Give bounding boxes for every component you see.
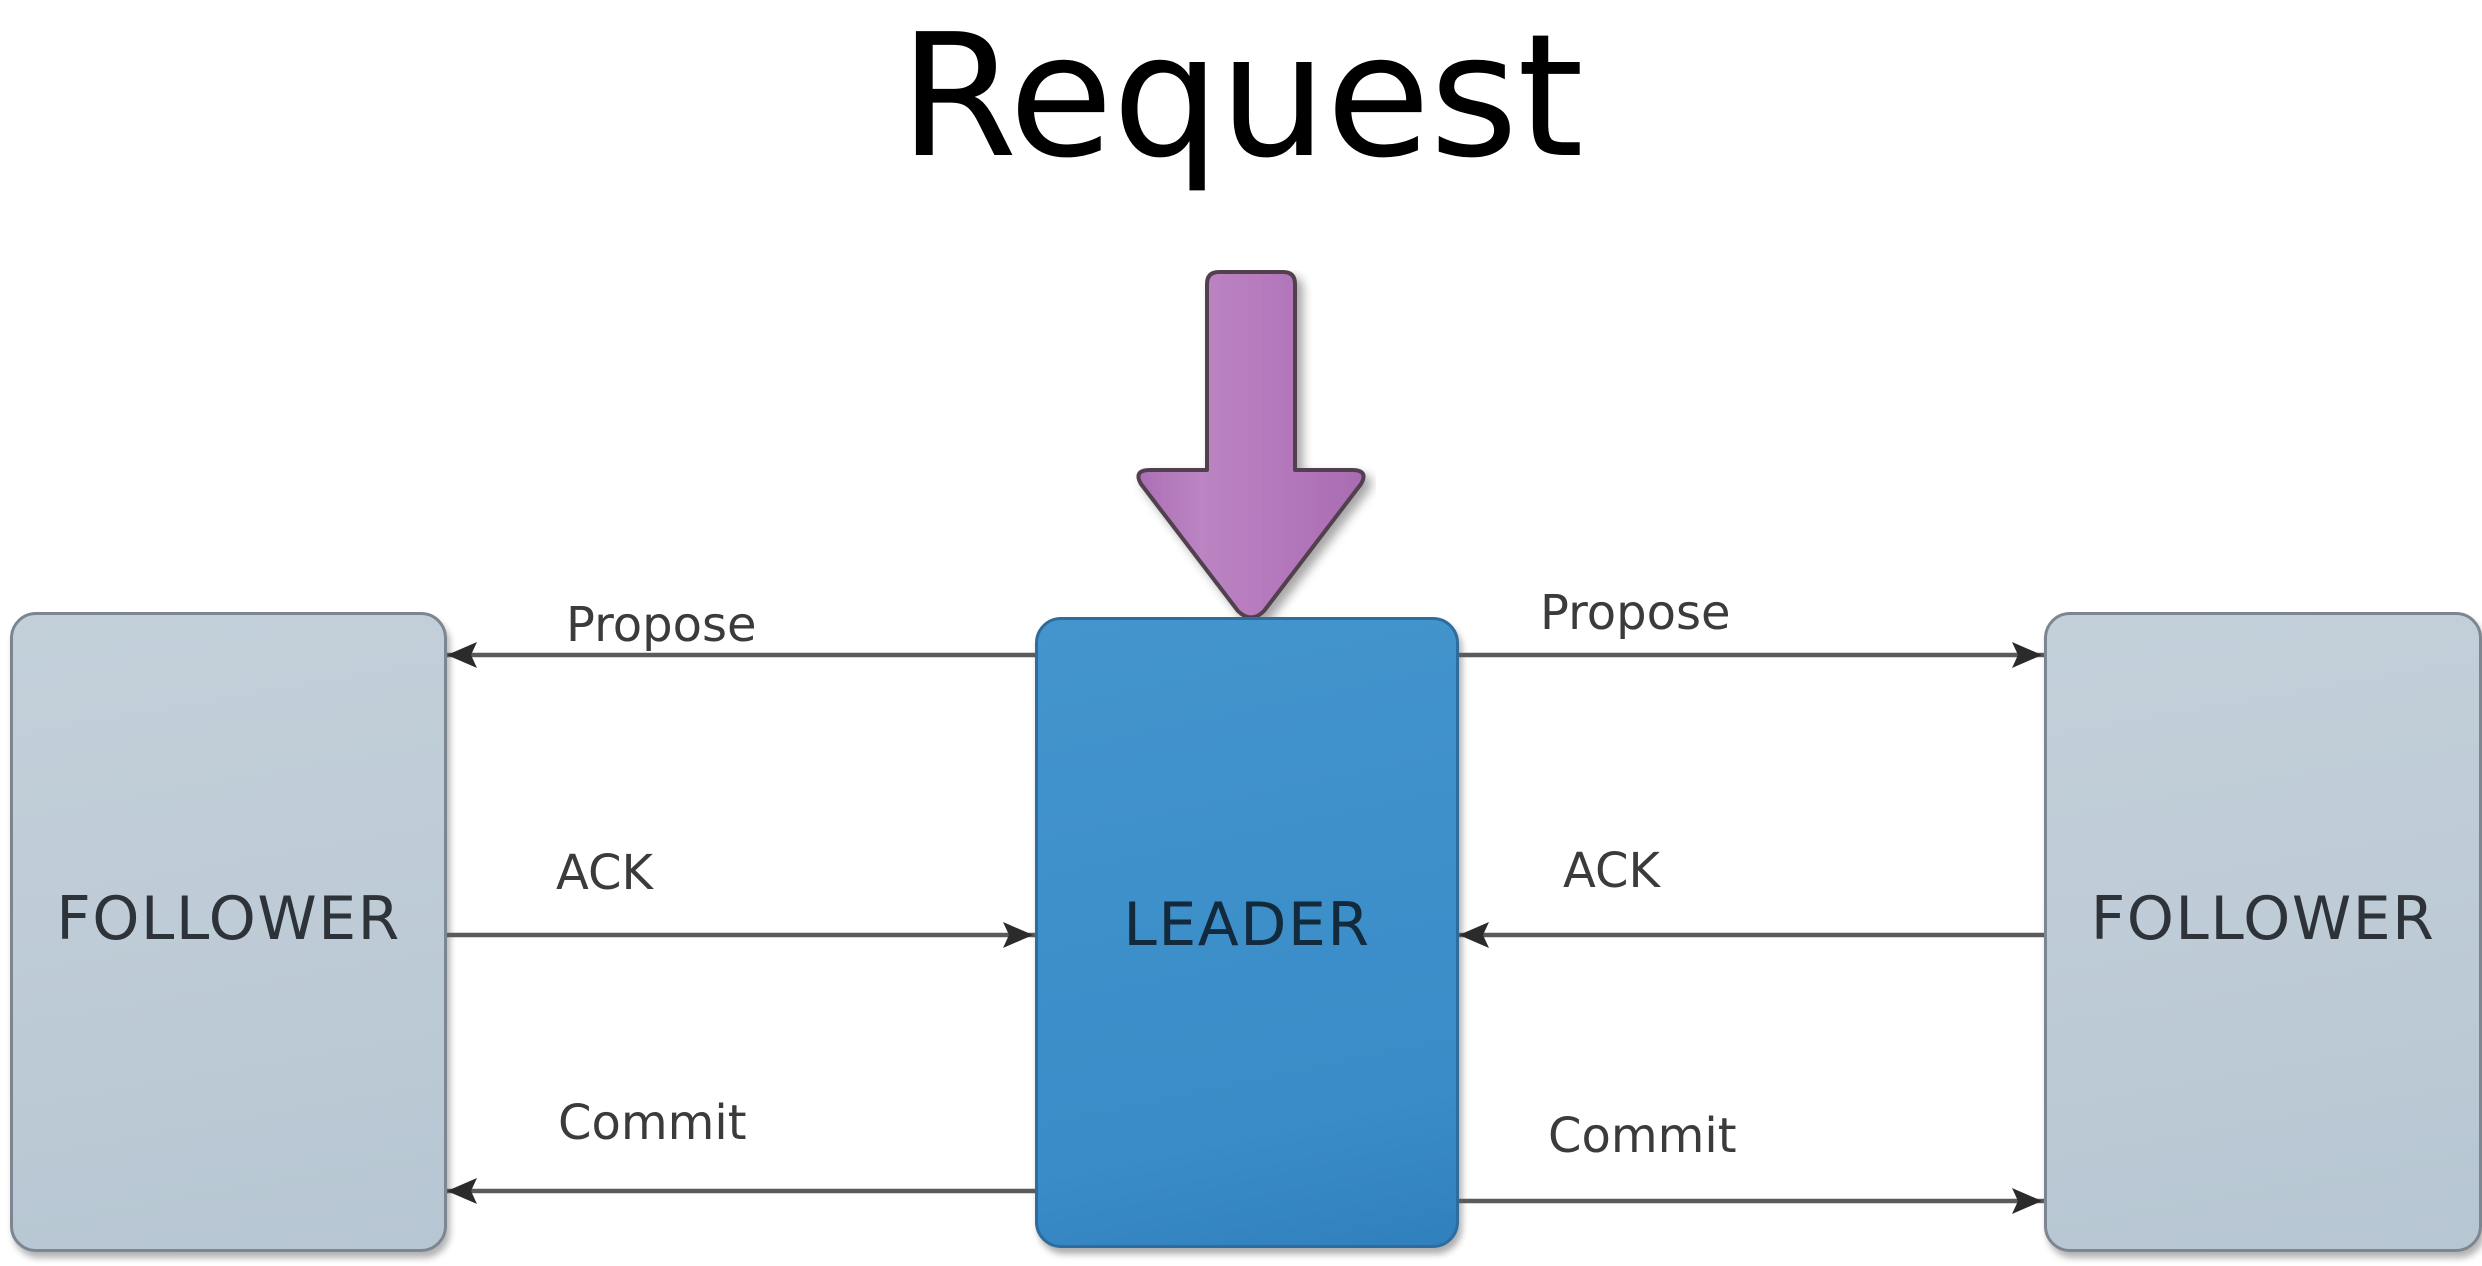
connector-label-left-ack: ACK <box>556 845 653 901</box>
connector-label-left-commit: Commit <box>558 1095 747 1151</box>
connector-left-commit <box>447 1178 1035 1204</box>
node-label-leader: LEADER <box>1123 889 1371 960</box>
node-follower-left[interactable]: FOLLOWER <box>10 612 447 1252</box>
connector-label-left-propose: Propose <box>566 597 757 653</box>
page-title: Request <box>899 0 1584 196</box>
connector-right-ack <box>1459 922 2044 948</box>
connector-label-right-propose: Propose <box>1540 585 1731 641</box>
node-label-follower-right: FOLLOWER <box>2090 884 2436 954</box>
request-arrow-icon <box>1126 270 1376 622</box>
node-leader[interactable]: LEADER <box>1035 617 1459 1248</box>
connector-label-right-commit: Commit <box>1548 1108 1737 1164</box>
connector-right-commit <box>1459 1188 2044 1214</box>
node-label-follower-left: FOLLOWER <box>56 884 401 954</box>
connector-label-right-ack: ACK <box>1563 843 1660 899</box>
node-follower-right[interactable]: FOLLOWER <box>2044 612 2482 1252</box>
connector-left-ack <box>447 922 1035 948</box>
connector-left-propose <box>447 642 1035 668</box>
connector-right-propose <box>1459 642 2044 668</box>
